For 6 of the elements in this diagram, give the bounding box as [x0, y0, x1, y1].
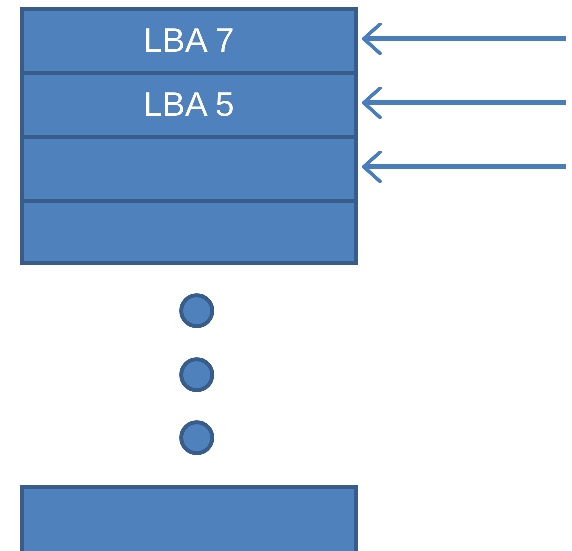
storage-block	[20, 485, 358, 551]
arrow	[362, 86, 566, 120]
arrow	[362, 150, 566, 184]
block-label: LBA 7	[144, 22, 234, 60]
arrow	[362, 22, 566, 56]
block-label: LBA 5	[144, 86, 234, 124]
